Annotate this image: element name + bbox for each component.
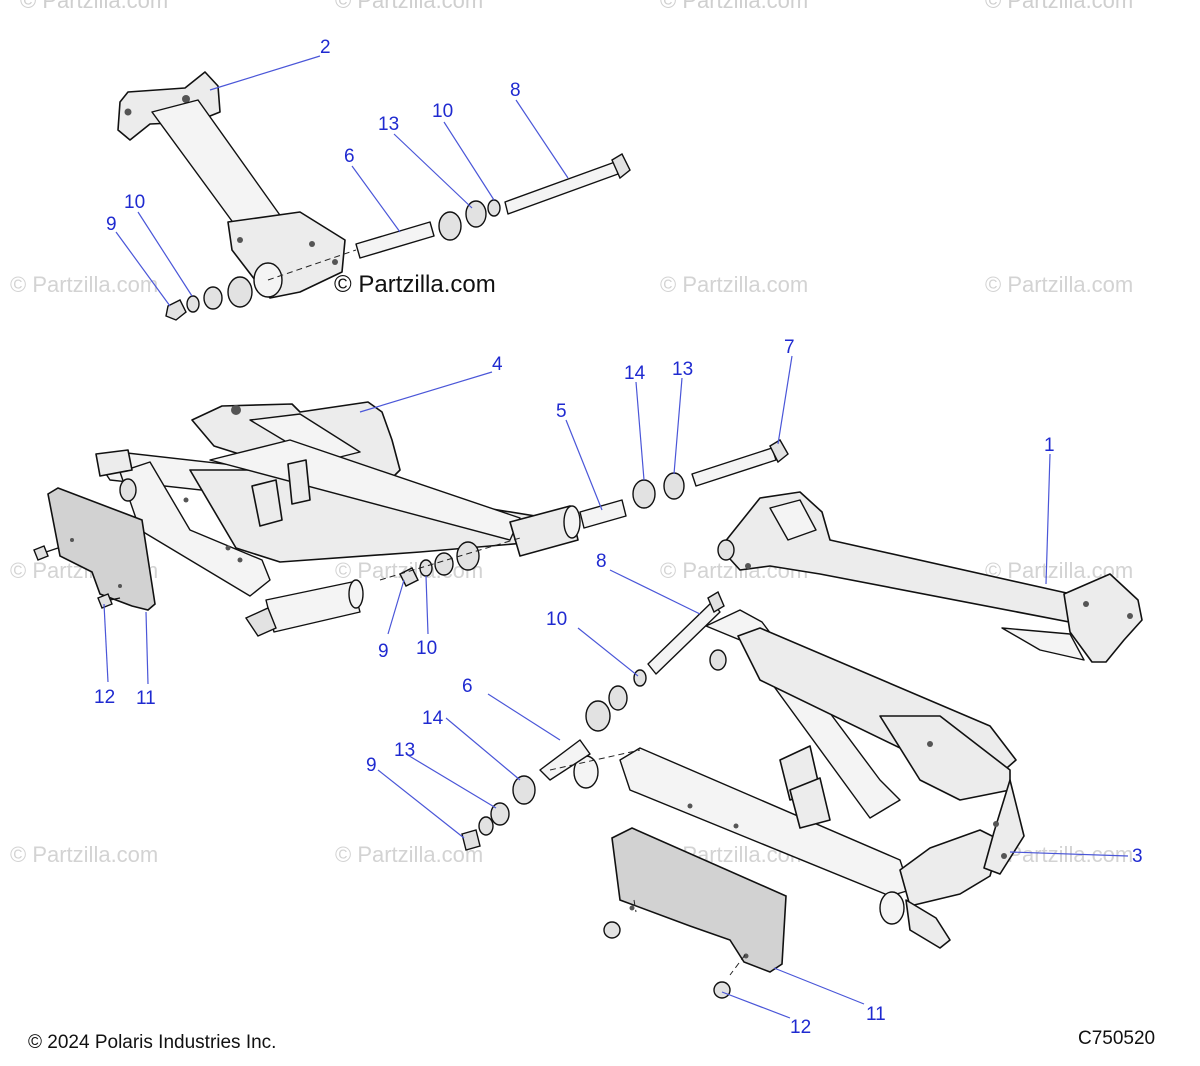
callout-4: 4 [492, 354, 503, 375]
washer [419, 559, 433, 577]
bushing [512, 775, 536, 805]
callout-7: 7 [784, 337, 795, 358]
frame-lower-tube [265, 581, 361, 633]
lower-frame-assembly [461, 590, 1025, 999]
watermark: © Partzilla.com [10, 842, 158, 867]
washer [478, 816, 494, 836]
bushing [490, 802, 510, 826]
watermark: © Partzilla.com [10, 272, 158, 297]
push-rivet [603, 921, 621, 939]
callout-11: 11 [866, 1004, 886, 1025]
callout-13: 13 [378, 114, 399, 135]
callout-13: 13 [394, 740, 415, 761]
bolt [647, 601, 721, 675]
callout-9: 9 [366, 755, 377, 776]
bolt [691, 447, 777, 487]
callout-2: 2 [320, 37, 331, 58]
push-rivet [33, 545, 49, 561]
callout-12: 12 [94, 687, 115, 708]
nut [165, 299, 187, 321]
bushing [632, 479, 656, 509]
callout-8: 8 [510, 80, 521, 101]
watermark-main: © Partzilla.com [334, 271, 496, 298]
callout-10: 10 [124, 192, 145, 213]
callout-12: 12 [790, 1017, 811, 1038]
watermark: © Partzilla.com [335, 0, 483, 13]
callout-6: 6 [462, 676, 473, 697]
callout-10: 10 [432, 101, 453, 122]
upper-arm-tube [151, 99, 283, 233]
callout-13: 13 [672, 359, 693, 380]
nut [461, 829, 481, 851]
callout-9: 9 [106, 214, 117, 235]
upper-arm-bracket [117, 71, 221, 141]
callout-8: 8 [596, 551, 607, 572]
bushing [227, 276, 253, 308]
callout-6: 6 [344, 146, 355, 167]
callout-numbers: 2 8 10 13 6 10 9 4 5 14 13 7 1 8 10 6 14… [94, 37, 1143, 1038]
push-rivet [713, 981, 731, 999]
callout-14: 14 [422, 708, 444, 729]
upper-arm-assembly [117, 71, 631, 321]
bolt [504, 161, 619, 215]
skid-plate-left [47, 487, 156, 611]
diagram-code: C750520 [1078, 1028, 1156, 1049]
washer [186, 295, 200, 313]
watermark: © Partzilla.com [660, 272, 808, 297]
bolt-head [769, 439, 789, 464]
callout-5: 5 [556, 401, 567, 422]
bolt-head [611, 153, 631, 180]
right-arm-assembly [717, 491, 1143, 663]
bolt-head [707, 590, 725, 614]
bushing [434, 552, 454, 576]
watermark: © Partzilla.com [20, 0, 168, 13]
frame-pivot-tube [509, 505, 579, 557]
callout-11: 11 [136, 688, 156, 709]
watermark: © Partzilla.com [335, 842, 483, 867]
watermark: © Partzilla.com [660, 0, 808, 13]
push-rivet [97, 593, 113, 609]
callout-3: 3 [1132, 846, 1143, 867]
copyright-text: © 2024 Polaris Industries Inc. [28, 1032, 277, 1053]
right-arm-bracket [1063, 573, 1143, 663]
bushing [438, 211, 462, 241]
main-frame-assembly [33, 401, 789, 637]
sleeve [579, 499, 627, 529]
bushing [608, 685, 628, 711]
watermark: © Partzilla.com [985, 0, 1133, 13]
washer [633, 669, 647, 687]
frame-side-rail [119, 461, 271, 597]
callout-1: 1 [1044, 435, 1055, 456]
sleeve [539, 739, 591, 781]
callout-10: 10 [546, 609, 567, 630]
callout-10: 10 [416, 638, 437, 659]
leader-lines [103, 55, 1129, 1019]
bushing [663, 472, 685, 500]
callout-14: 14 [624, 363, 646, 384]
watermark: © Partzilla.com [985, 272, 1133, 297]
bushing [203, 286, 223, 310]
bushing [585, 700, 611, 732]
skid-plate-right [611, 827, 787, 973]
callout-9: 9 [378, 641, 389, 662]
sleeve [355, 221, 435, 259]
washer [487, 199, 501, 217]
bushing [456, 541, 480, 571]
